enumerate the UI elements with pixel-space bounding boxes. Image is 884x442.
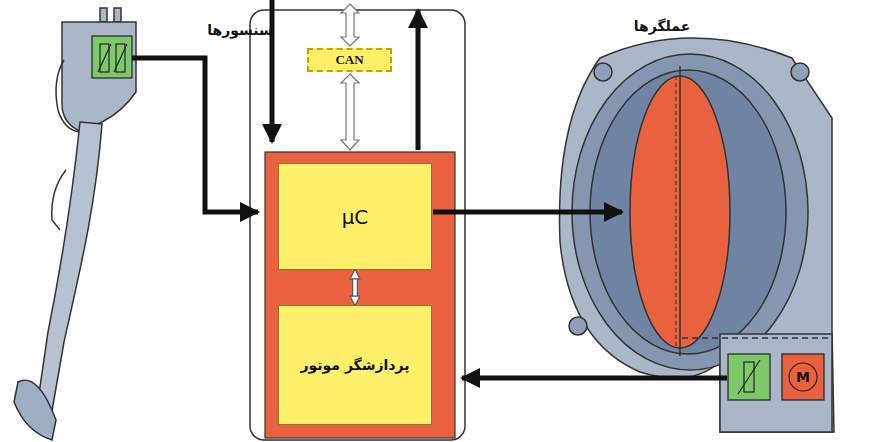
throttle-sensor	[728, 354, 770, 400]
processor-box: پردازشگر موتور	[278, 305, 432, 425]
box-label: CAN	[335, 52, 363, 68]
microcontroller-box: µC	[278, 163, 432, 270]
group-label: عملگرها	[634, 18, 690, 34]
box-label: µC	[342, 205, 369, 229]
can-bus-arrow	[341, 4, 359, 150]
link-outline	[352, 274, 358, 301]
throttle-body	[560, 38, 835, 432]
bus-box: CAN	[307, 48, 392, 72]
control-unit-frame	[250, 10, 465, 440]
data-link-arrow	[355, 274, 356, 301]
pedal-sensor	[92, 36, 132, 78]
link-core	[353, 274, 357, 301]
throttle-motor	[782, 354, 824, 400]
group-label: سنسورها	[207, 22, 273, 38]
box-label: پردازشگر موتور	[300, 357, 409, 373]
motor-symbol-letter: M	[796, 369, 810, 385]
accelerator-pedal	[14, 8, 136, 440]
control-unit-core	[265, 152, 455, 438]
